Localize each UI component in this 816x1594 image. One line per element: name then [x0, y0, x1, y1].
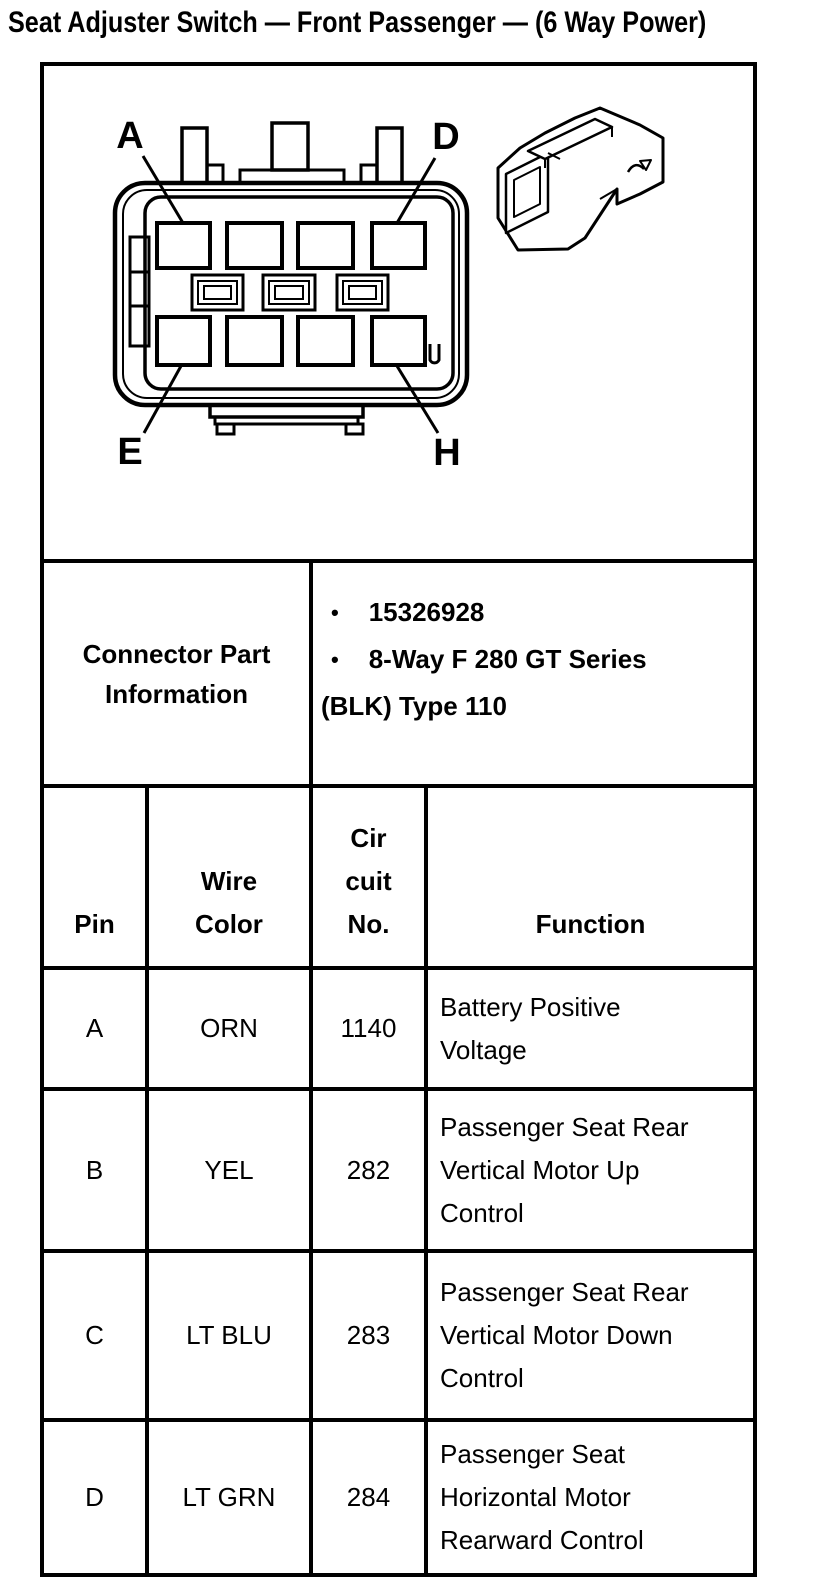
connector-diagram-box: A D E H — [44, 66, 753, 559]
bullet-icon: • — [331, 600, 339, 625]
function-cell: Passenger Seat Rear Vertical Motor Up Co… — [440, 1111, 689, 1228]
pin-cell: B — [44, 1091, 149, 1249]
bullet-text: 8-Way F 280 GT Series (BLK) Type 110 — [321, 644, 647, 721]
header-pin: Pin — [44, 788, 149, 966]
inner-hook — [428, 344, 441, 365]
part-info-label: Connector Part Information — [44, 563, 313, 784]
pin-labels: A D E H — [116, 115, 460, 474]
top-tabs — [180, 121, 404, 185]
pin-label-h: H — [433, 432, 460, 474]
pin-label-d: D — [432, 116, 459, 158]
pin-table-header: Pin Wire Color Cir cuit No. Function — [44, 784, 753, 966]
connector-3d-view — [496, 106, 665, 252]
header-circuit-no: Cir cuit No. — [313, 788, 428, 966]
connector-info-table: A D E H — [40, 62, 757, 1577]
function-cell: Passenger Seat Rear Vertical Motor Down … — [440, 1277, 689, 1393]
circuit-no-cell: 284 — [313, 1422, 428, 1573]
pin-cell: A — [44, 970, 149, 1087]
function-cell: Battery Positive Voltage — [440, 991, 621, 1065]
circuit-no-cell: 283 — [313, 1253, 428, 1418]
pin-leader-lines — [141, 155, 440, 434]
cavity-row-middle — [190, 273, 390, 312]
header-wire-color: Wire Color — [149, 788, 313, 966]
circuit-no-cell: 1140 — [313, 970, 428, 1087]
cavity-row-bottom — [155, 315, 427, 367]
connector-face-svg: A D E H — [112, 106, 665, 474]
cavity-row-top — [155, 221, 427, 270]
pin-label-a: A — [116, 115, 143, 157]
wire-color-cell: LT GRN — [149, 1422, 313, 1573]
pin-label-e: E — [117, 431, 142, 473]
function-cell: Passenger Seat Horizontal Motor Rearward… — [440, 1439, 644, 1555]
part-info-row: Connector Part Information •15326928•8-W… — [44, 559, 753, 784]
wire-color-cell: LT BLU — [149, 1253, 313, 1418]
connector-face-view — [112, 121, 470, 436]
bullet-text: 15326928 — [368, 597, 485, 627]
pin-cell: D — [44, 1422, 149, 1573]
page-title: Seat Adjuster Switch — Front Passenger —… — [8, 6, 707, 39]
wire-color-cell: ORN — [149, 970, 313, 1087]
header-function: Function — [535, 909, 646, 939]
circuit-no-cell: 282 — [313, 1091, 428, 1249]
wire-color-cell: YEL — [149, 1091, 313, 1249]
side-latch — [128, 235, 151, 348]
bullet-icon: • — [331, 647, 339, 672]
bullet-item: • 15326928 — [321, 589, 745, 636]
bottom-tab — [208, 403, 365, 436]
pin-cell: C — [44, 1253, 149, 1418]
bullet-item: •8-Way F 280 GT Series (BLK) Type 110 — [321, 636, 745, 729]
part-info-items: •15326928•8-Way F 280 GT Series (BLK) Ty… — [313, 563, 753, 784]
